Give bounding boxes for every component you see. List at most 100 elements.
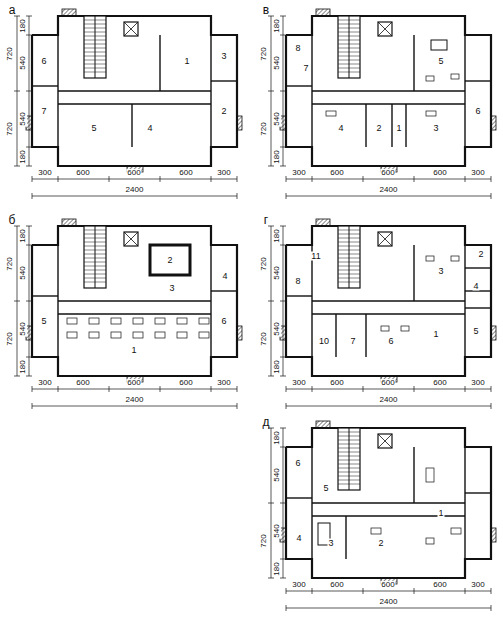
dimension-label: 720 (6, 331, 14, 346)
partition-wall (365, 104, 366, 147)
dimension-label: 180 (19, 18, 27, 33)
dimension-label: 300 (470, 581, 485, 589)
room-number: 1 (130, 346, 137, 355)
dimension-label: 720 (260, 331, 268, 346)
partition-wall (32, 295, 58, 296)
room-box (431, 40, 447, 50)
room-number: 1 (395, 124, 402, 133)
outer-wall (286, 16, 491, 166)
partition-wall (32, 85, 58, 86)
plan-letter: а (8, 4, 17, 16)
partition-wall (413, 447, 414, 503)
dimension-label: 720 (6, 46, 14, 61)
partition-wall (365, 314, 366, 357)
furniture (451, 528, 461, 534)
dimension-label: 600 (432, 581, 447, 589)
furniture (177, 332, 187, 338)
furniture (426, 538, 434, 544)
dimension-label: 180 (273, 561, 281, 576)
dimension-label: 720 (6, 121, 14, 136)
dimension-label: 2400 (379, 186, 399, 194)
partition-wall (286, 295, 312, 296)
room-number: 7 (349, 337, 356, 346)
furniture (67, 332, 77, 338)
floor-plan (14, 9, 242, 199)
dimension-label: 600 (329, 581, 344, 589)
partition-wall (345, 516, 346, 559)
stair-rail (349, 226, 350, 288)
lift-cross (378, 22, 392, 36)
dimension-label: 2400 (379, 396, 399, 404)
partition-wall (465, 492, 491, 493)
partition-wall (58, 90, 211, 91)
dimension-label: 600 (126, 379, 141, 387)
furniture (401, 326, 409, 331)
furniture (381, 326, 389, 331)
room-number: 8 (294, 44, 301, 53)
room-number: 11 (310, 252, 321, 261)
furniture (133, 332, 143, 338)
partition-wall (312, 90, 465, 91)
dimension-label: 180 (273, 228, 281, 243)
partition-wall (413, 245, 414, 301)
partition-wall (413, 35, 414, 91)
room-number: 2 (477, 250, 484, 259)
partition-wall (312, 313, 465, 314)
dimension-label: 720 (6, 256, 14, 271)
dimension-label: 180 (19, 359, 27, 374)
lift-cross (378, 434, 392, 448)
plan-letter: д (261, 416, 270, 428)
room-number: 2 (375, 124, 382, 133)
dimension-label: 180 (273, 149, 281, 164)
room-number: 6 (40, 57, 47, 66)
furniture (426, 111, 436, 116)
outer-wall (32, 16, 237, 166)
furniture (426, 256, 434, 261)
dimension-label: 600 (380, 169, 395, 177)
room-number: 10 (318, 337, 330, 346)
floor-plan (268, 219, 496, 409)
stair-rail (349, 428, 350, 490)
furniture (451, 256, 459, 261)
lift-shaft (124, 22, 138, 36)
partition-wall (286, 85, 312, 86)
room-number: 6 (387, 337, 394, 346)
stair (338, 428, 360, 490)
stair-rail (95, 16, 96, 78)
dimension-lines (14, 226, 237, 409)
furniture (111, 318, 121, 324)
room-number: 4 (295, 534, 302, 543)
dimension-label: 540 (273, 467, 281, 482)
room-number: 4 (472, 282, 479, 291)
dimension-label: 600 (75, 379, 90, 387)
furniture (426, 76, 434, 81)
room-number: 8 (294, 277, 301, 286)
lift-shaft (378, 434, 392, 448)
partition-wall (465, 80, 491, 81)
dimension-label: 540 (273, 265, 281, 280)
dimension-lines (268, 16, 491, 199)
furniture (177, 318, 187, 324)
furniture (111, 332, 121, 338)
partition-wall (211, 80, 237, 81)
partition-wall (286, 497, 312, 498)
partition-wall (58, 103, 211, 104)
outer-wall (286, 226, 491, 376)
room-number: 5 (472, 327, 479, 336)
partition-wall (465, 290, 491, 291)
dimension-label: 720 (260, 256, 268, 271)
dimension-label: 540 (19, 265, 27, 280)
dimension-label: 540 (273, 55, 281, 70)
dimension-label: 300 (291, 379, 306, 387)
partition-wall (335, 314, 336, 357)
dimension-label: 540 (19, 111, 27, 126)
furniture (451, 74, 459, 79)
lift-shaft (378, 22, 392, 36)
dimension-label: 540 (19, 55, 27, 70)
dimension-label: 300 (37, 379, 52, 387)
plan-letter: б (8, 214, 17, 226)
partition-wall (312, 502, 465, 503)
room-box (150, 245, 190, 275)
dimension-label: 300 (216, 169, 231, 177)
